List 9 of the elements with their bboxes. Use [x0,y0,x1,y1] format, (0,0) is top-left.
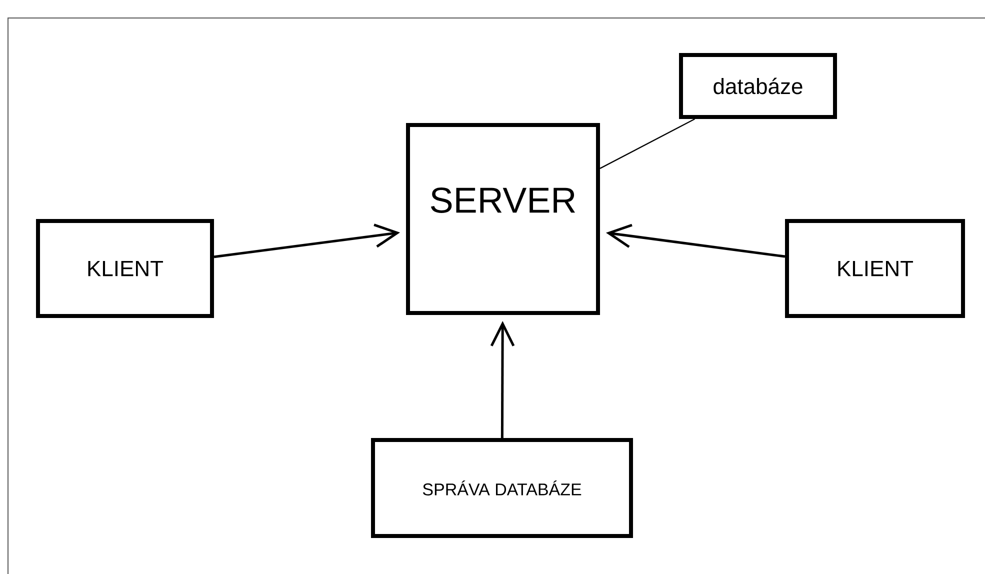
label-box: databáze [679,53,837,119]
arrow [490,321,515,438]
arrow [214,224,400,258]
client-box: KLIENT [36,219,214,318]
client-box: KLIENT [785,219,965,318]
server-box: SERVER [406,123,600,315]
process-box: SPRÁVA DATABÁZE [371,438,633,538]
leader-line [600,118,696,169]
arrow [606,224,786,258]
